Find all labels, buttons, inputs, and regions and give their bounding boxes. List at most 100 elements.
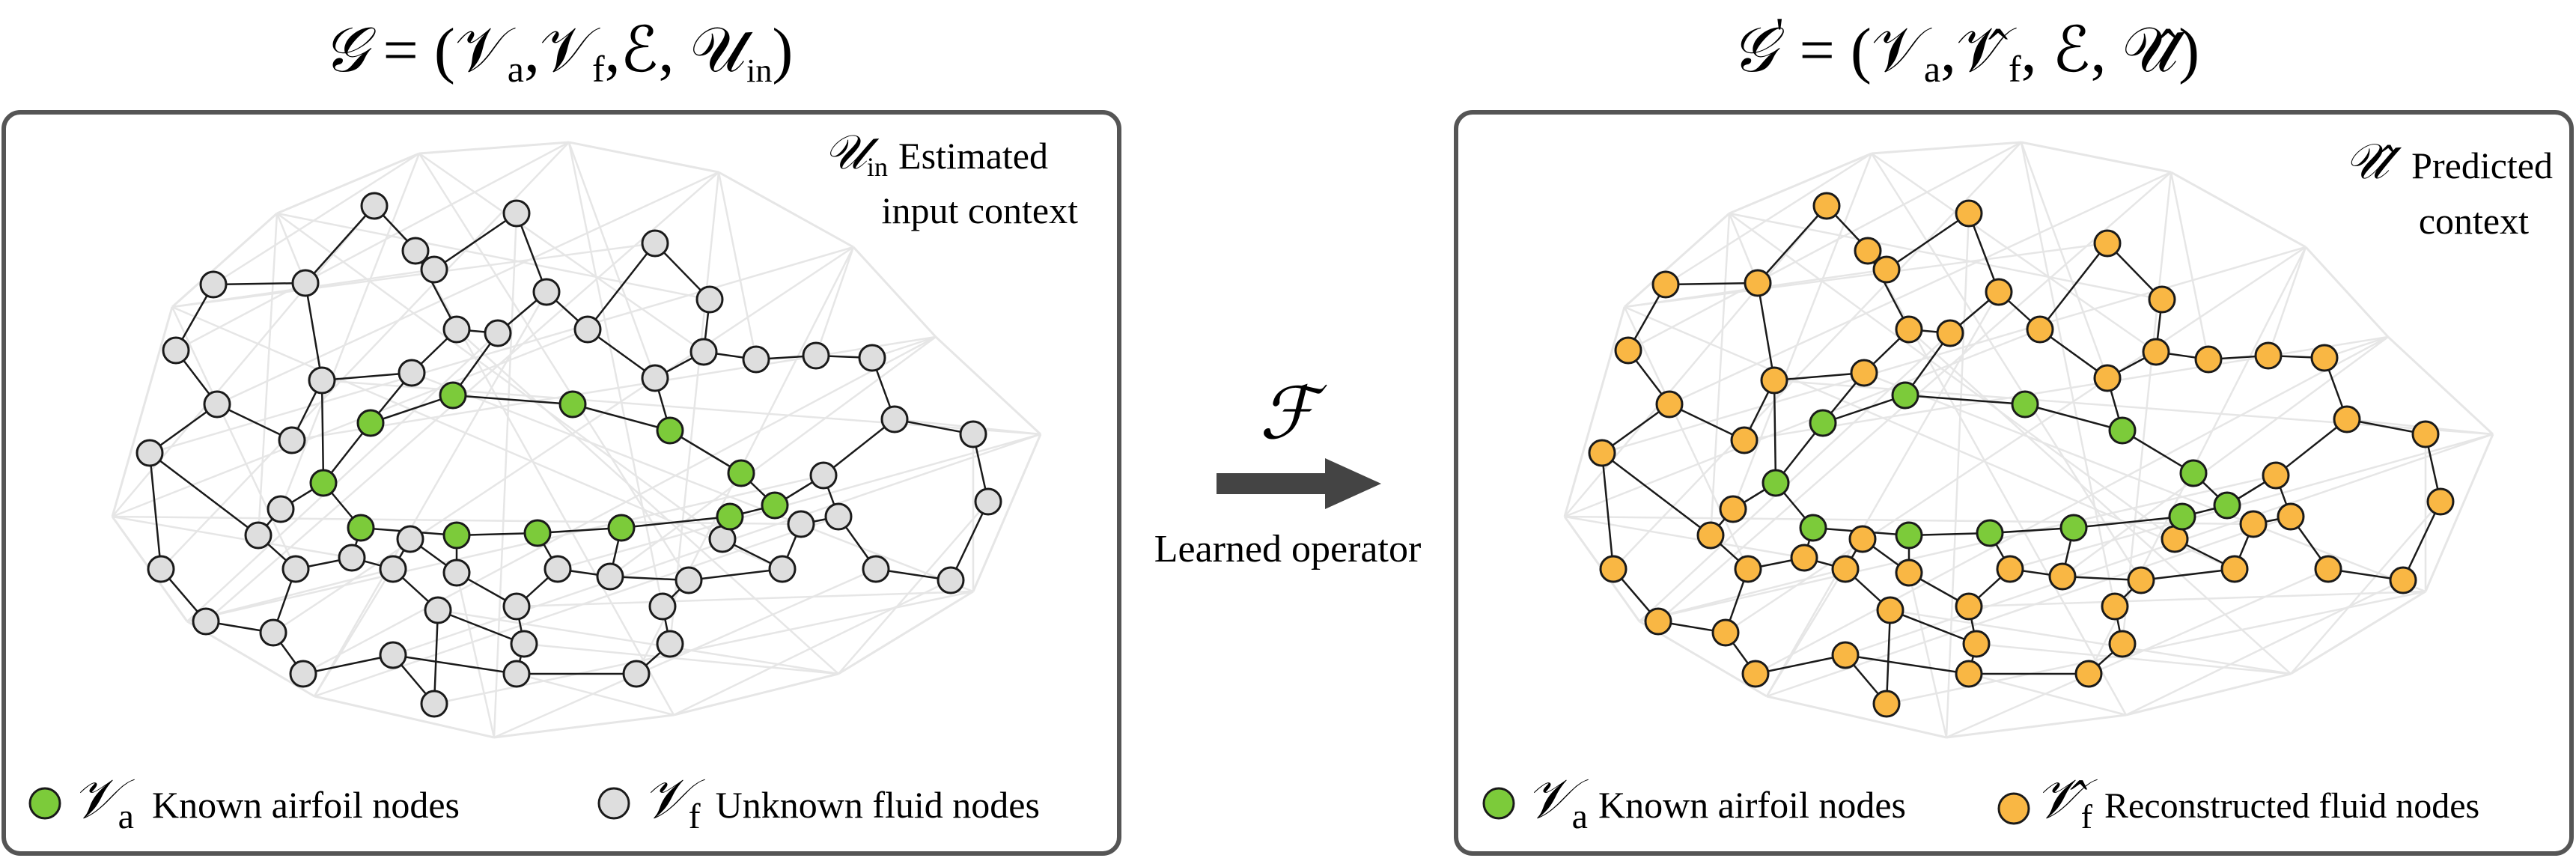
left-airfoil-node <box>442 521 471 550</box>
left-mesh-edge <box>411 371 974 593</box>
right-fluid-node <box>2220 555 2249 583</box>
left-mesh-edge <box>257 213 278 536</box>
right-mesh-edge <box>1968 590 2426 608</box>
right-graph-edge <box>1904 394 2026 406</box>
right-fluid-node <box>1985 278 2013 306</box>
right-graph-edge <box>1845 654 1970 675</box>
right-context-line2: context <box>2419 200 2529 242</box>
right-fluid-node <box>1955 660 1983 688</box>
left-mesh-edge <box>455 572 496 738</box>
right-fluid-node <box>1895 315 1923 344</box>
right-fluid-node <box>1760 366 1788 395</box>
right-mesh-edge <box>1871 152 2157 353</box>
right-airfoil-node <box>1799 514 1827 542</box>
right-mesh-edge <box>2021 141 2172 174</box>
left-fluid-node <box>768 555 797 583</box>
right-fluid-node <box>1831 641 1860 669</box>
left-fluid-node <box>695 285 724 314</box>
left-mesh-edge <box>838 501 989 675</box>
right-fluid-node <box>1644 607 1672 636</box>
right-fluid-node <box>2262 461 2290 490</box>
left-context-line2: input context <box>882 189 1079 231</box>
left-fluid-node <box>379 641 407 669</box>
right-fluid-node <box>1599 555 1627 583</box>
right-graph-edge <box>1967 213 2000 293</box>
arrow-icon <box>1217 458 1381 509</box>
left-fluid-node <box>360 192 389 220</box>
left-airfoil-node <box>656 416 684 445</box>
right-panel-frame <box>1454 110 2574 856</box>
left-graph-edge <box>437 609 525 645</box>
right-graph-edge <box>2024 403 2123 432</box>
right-mesh-edge <box>1907 572 1948 738</box>
right-fluid-node <box>1872 255 1901 284</box>
left-graph-edge <box>621 515 731 529</box>
left-mesh-edge <box>171 242 656 308</box>
left-mesh-edge <box>838 590 974 675</box>
left-fluid-node <box>880 405 909 433</box>
left-fluid-node <box>401 237 430 265</box>
legend-airfoil-node-right <box>1482 787 1515 820</box>
right-fluid-node <box>1955 199 1983 228</box>
right-mesh-edge <box>1563 306 1626 517</box>
right-mesh-edge <box>1765 291 2000 697</box>
right-graph-edge <box>2275 419 2348 476</box>
right-mesh-edge <box>2290 501 2441 675</box>
right-mesh-edge <box>2304 246 2390 338</box>
left-mesh-edge <box>149 246 854 454</box>
right-graph-edge <box>2039 328 2108 380</box>
right-mesh-edge <box>1725 246 2306 634</box>
left-fluid-node <box>199 270 228 299</box>
left-mesh-edge <box>112 515 353 559</box>
left-mesh-edge <box>493 714 675 739</box>
left-airfoil-node <box>309 469 338 497</box>
right-fluid-node <box>2074 660 2103 688</box>
left-airfoil-node <box>356 409 385 437</box>
right-fluid-node <box>2148 285 2176 314</box>
left-mesh-edge <box>171 212 278 308</box>
right-fluid-node <box>2093 364 2122 392</box>
right-mesh-edge <box>2121 171 2172 645</box>
left-fluid-node <box>502 660 531 688</box>
right-fluid-node <box>2093 229 2122 258</box>
left-graph-edge <box>587 328 656 380</box>
left-fluid-node <box>809 461 838 490</box>
left-graph-edge <box>392 654 517 675</box>
left-mesh-edge <box>276 152 420 215</box>
right-graph-edge <box>1822 394 1906 425</box>
left-graph-edge <box>572 403 671 432</box>
right-graph-edge <box>1601 452 1711 536</box>
right-mesh-edge <box>1564 515 1805 559</box>
left-mesh-edge <box>852 246 937 338</box>
right-mesh-edge <box>2170 171 2306 249</box>
right-mesh-edge <box>1871 141 2022 155</box>
right-airfoil-node <box>1976 519 2004 547</box>
left-mesh-edge <box>216 171 719 406</box>
right-graph-edge <box>1886 212 1970 271</box>
left-fluid-node <box>289 660 317 688</box>
right-mesh-edge <box>1669 171 2172 406</box>
legend-fluid-node-right <box>1997 792 2030 825</box>
right-mesh-edge <box>1976 642 2292 675</box>
right-fluid-node <box>1711 618 1740 647</box>
left-fluid-node <box>543 555 572 583</box>
right-mesh-edge <box>2267 246 2307 356</box>
left-mesh-edge <box>669 171 720 645</box>
right-airfoil-node <box>2011 390 2039 419</box>
right-fluid-node <box>1696 521 1725 550</box>
left-airfoil-node <box>761 491 789 520</box>
right-mesh-edge <box>1639 474 2277 623</box>
left-fluid-node <box>656 630 684 658</box>
left-mesh-edge <box>302 335 937 675</box>
right-mesh-edge <box>2125 579 2404 716</box>
right-graph-edge <box>2039 243 2108 330</box>
left-graph-edge <box>587 243 656 330</box>
right-graph-edge <box>2140 568 2235 582</box>
right-graph-edge <box>2073 515 2183 529</box>
right-graph-edge <box>2402 501 2442 581</box>
right-fluid-node <box>2142 338 2170 366</box>
left-fluid-node <box>974 487 1002 516</box>
left-fluid-node <box>396 525 424 553</box>
